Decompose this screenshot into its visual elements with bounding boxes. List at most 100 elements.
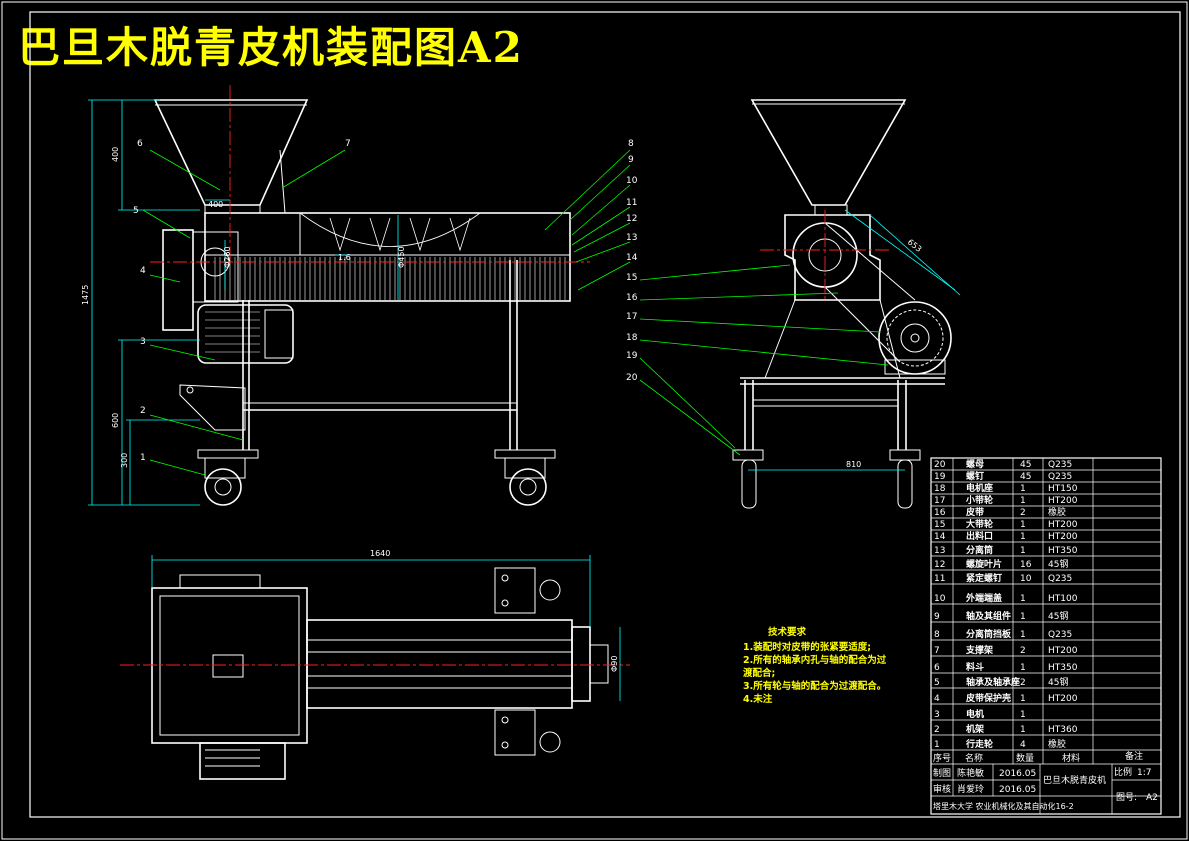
bom-cell-r18-c1: 3 [934, 710, 940, 720]
dim-shaft-dia: 1.6 [338, 253, 351, 262]
callout-16: 16 [626, 293, 638, 303]
tech-line-4: 3.所有轮与轴的配合为过渡配合。 [743, 680, 886, 692]
bom-cell-r9-c4: 45钢 [1048, 558, 1068, 570]
bom-cell-r20-c3: 4 [1020, 740, 1026, 750]
bom-cell-r1-c3: 45 [1020, 460, 1031, 470]
bom-cell-r5-c2: 皮带 [965, 506, 984, 518]
tech-line-5: 4.未注 [743, 693, 773, 705]
tech-line-1: 1.装配时对皮带的张紧要适度; [743, 641, 871, 653]
callout-3: 3 [140, 337, 146, 347]
dim-drum-dia: Φ450 [397, 246, 406, 268]
dim-top-length: 1640 [370, 549, 390, 558]
checked-label: 审核 [933, 783, 951, 795]
bom-cell-r4-c1: 17 [934, 496, 945, 506]
bom-cell-r14-c3: 2 [1020, 646, 1026, 656]
callout-18: 18 [626, 333, 638, 343]
bom-cell-r20-c2: 行走轮 [965, 738, 993, 750]
bom-header-qty: 数量 [1016, 752, 1034, 764]
caster-right [494, 449, 556, 506]
bom-cell-r4-c2: 小带轮 [965, 494, 993, 506]
bom-cell-r8-c4: HT350 [1048, 546, 1078, 556]
bom-header-material: 材料 [1062, 752, 1080, 764]
inner-border [29, 11, 1181, 818]
bom-header-remark: 备注 [1125, 750, 1143, 762]
drum-hatching [214, 257, 566, 300]
bom-cell-r8-c1: 13 [934, 546, 945, 556]
bom-cell-r3-c2: 电机座 [966, 482, 993, 494]
bom-cell-r6-c4: HT200 [1048, 520, 1078, 530]
bom-cell-r8-c2: 分离筒 [966, 544, 993, 556]
bom-cell-r19-c4: HT360 [1048, 725, 1078, 735]
bom-header-no: 序号 [933, 752, 951, 764]
bom-cell-r7-c4: HT200 [1048, 532, 1078, 542]
top-view: 1640 Φ90 [120, 549, 630, 780]
bom-cell-r6-c3: 1 [1020, 520, 1026, 530]
bom-cell-r14-c1: 7 [934, 646, 940, 656]
front-leaders [142, 149, 631, 476]
bom-cell-r17-c3: 1 [1020, 694, 1026, 704]
drawn-label: 制图 [933, 767, 951, 779]
dim-inner-dia: Φ260 [223, 246, 232, 268]
bom-cell-r20-c1: 1 [934, 740, 940, 750]
dim-outlet: Φ90 [610, 656, 619, 672]
bom-cell-r19-c2: 机架 [966, 723, 984, 735]
bom-cell-r19-c3: 1 [1020, 725, 1026, 735]
bom-cell-r3-c4: HT150 [1048, 484, 1078, 494]
bom-cell-r2-c4: Q235 [1048, 472, 1072, 482]
callout-8: 8 [628, 139, 634, 149]
tech-requirements: 技术要求 1.装配时对皮带的张紧要适度; 2.所有的轴承内孔与轴的配合为过 渡配… [743, 626, 887, 705]
bom-cell-r10-c2: 紧定螺钉 [966, 572, 1002, 584]
bom-cell-r10-c4: Q235 [1048, 574, 1072, 584]
drawn-date: 2016.05 [999, 769, 1036, 779]
bom-cell-r11-c2: 外端端盖 [965, 592, 1002, 604]
callout-15: 15 [626, 273, 637, 283]
callout-9: 9 [628, 155, 634, 165]
bom-cell-r2-c1: 19 [934, 472, 946, 482]
bom-cell-r7-c2: 出料口 [966, 530, 993, 542]
bom-cell-r16-c4: 45钢 [1048, 676, 1068, 688]
bom-cell-r12-c2: 轴及其组件 [966, 610, 1011, 622]
bom-cell-r13-c2: 分离筒挡板 [966, 628, 1012, 640]
bom-cell-r18-c2: 电机 [966, 708, 984, 720]
side-leaders [639, 264, 889, 456]
callout-7: 7 [345, 139, 351, 149]
bom-header-name: 名称 [965, 752, 983, 764]
bom-cell-r15-c2: 料斗 [966, 661, 984, 673]
tech-line-3: 渡配合; [743, 667, 775, 679]
bom-cell-r18-c3: 1 [1020, 710, 1026, 720]
dim-wheel-height: 300 [120, 453, 129, 468]
bom-cell-r16-c2: 轴承及轴承座 [966, 676, 1020, 688]
dim-frame-height: 600 [111, 413, 120, 428]
checked-date: 2016.05 [999, 785, 1036, 795]
side-view: 810 653 [639, 99, 961, 509]
school: 塔里木大学 农业机械化及其自动化16-2 [933, 801, 1074, 811]
scale-label: 比例 [1114, 766, 1132, 778]
bom-cell-r2-c3: 45 [1020, 472, 1031, 482]
caster-left [197, 449, 259, 506]
bom-cell-r10-c3: 10 [1020, 574, 1032, 584]
bom-cell-r11-c1: 10 [934, 594, 946, 604]
bom-cell-r17-c1: 4 [934, 694, 940, 704]
callout-12: 12 [626, 214, 637, 224]
bom-cell-r12-c1: 9 [934, 612, 940, 622]
front-view: 1475 400 600 300 400 Φ450 Φ260 1.6 1 2 3… [81, 85, 638, 506]
callout-1: 1 [140, 453, 146, 463]
bom-cell-r12-c4: 45钢 [1048, 610, 1068, 622]
callout-2: 2 [140, 406, 146, 416]
bom-cell-r16-c3: 2 [1020, 678, 1026, 688]
dim-total-height: 1475 [81, 285, 90, 305]
checked-by: 肖爱玲 [957, 783, 984, 795]
drawing-title: 巴旦木脱青皮机装配图A2 [18, 23, 524, 72]
bom-cell-r4-c3: 1 [1020, 496, 1026, 506]
callout-14: 14 [626, 253, 638, 263]
bom-cell-r10-c1: 11 [934, 574, 945, 584]
bom-cell-r13-c1: 8 [934, 630, 940, 640]
scale-value: 1:7 [1137, 768, 1151, 778]
bom-cell-r2-c2: 螺钉 [966, 470, 984, 482]
bom-cell-r9-c1: 12 [934, 560, 945, 570]
bom-cell-r11-c3: 1 [1020, 594, 1026, 604]
drawing-no-label: 图号: [1116, 792, 1137, 803]
